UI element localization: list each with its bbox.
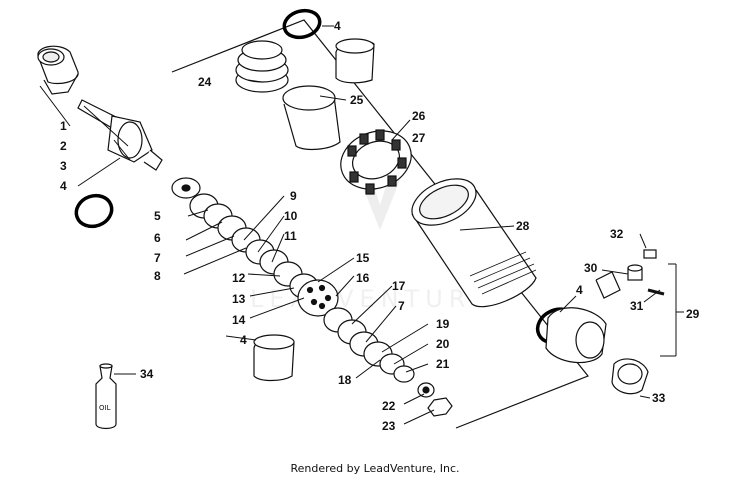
valve-assembly [595, 249, 665, 299]
part-label: 11 [284, 229, 297, 243]
part-label: 4 [60, 179, 67, 193]
part-number-labels: 1 2 3 4 4 4 4 5 6 7 7 8 9 10 11 12 13 14… [60, 19, 700, 433]
part-label: 30 [584, 261, 598, 275]
part-label: 4 [240, 333, 247, 347]
part-label: 7 [154, 251, 161, 265]
part-label: 2 [60, 139, 67, 153]
part-label: 22 [382, 399, 396, 413]
part-label: 6 [154, 231, 161, 245]
part-label: 25 [350, 93, 364, 107]
part-label: 19 [436, 317, 450, 331]
part-label: 1 [60, 119, 67, 133]
part-label: 3 [60, 159, 67, 173]
lower-eye [545, 307, 649, 395]
part-label: 34 [140, 367, 154, 381]
part-label: 29 [686, 307, 700, 321]
part-label: 16 [356, 271, 370, 285]
shock-body [411, 178, 537, 308]
bushing [282, 85, 341, 151]
part-label: 17 [392, 279, 406, 293]
part-label: 23 [382, 419, 396, 433]
part-label: 4 [334, 19, 341, 33]
part-label: 14 [232, 313, 246, 327]
svg-text:OIL: OIL [99, 404, 111, 412]
part-label: 7 [398, 299, 405, 313]
leader-lines [39, 25, 684, 425]
part-label: 21 [436, 357, 450, 371]
oil-bottle: OIL [95, 363, 117, 430]
part-label: 8 [154, 269, 161, 283]
shaft-eye-assembly [37, 45, 163, 171]
part-label: 12 [232, 271, 246, 285]
part-label: 18 [338, 373, 352, 387]
part-label: 32 [610, 227, 624, 241]
part-label: 27 [412, 131, 426, 145]
part-label: 10 [284, 209, 298, 223]
footer-credit: Rendered by LeadVenture, Inc. [290, 462, 460, 475]
wear-bands [253, 38, 375, 382]
adjuster-ring [340, 129, 412, 195]
piston-stack [171, 177, 453, 417]
part-label: 4 [576, 283, 583, 297]
part-label: 20 [436, 337, 450, 351]
part-label: 13 [232, 292, 246, 306]
part-label: 15 [356, 251, 370, 265]
part-label: 28 [516, 219, 530, 233]
seal-head [235, 40, 289, 93]
part-label: 5 [154, 209, 161, 223]
part-label: 33 [652, 391, 666, 405]
part-label: 24 [198, 75, 212, 89]
part-label: 26 [412, 109, 426, 123]
part-label: 31 [630, 299, 644, 313]
part-label: 9 [290, 189, 297, 203]
